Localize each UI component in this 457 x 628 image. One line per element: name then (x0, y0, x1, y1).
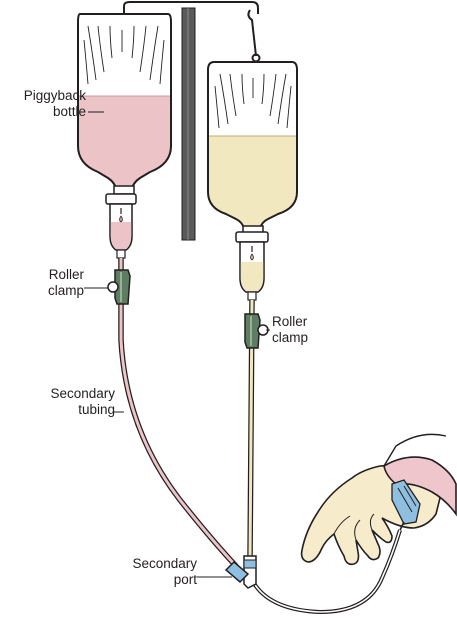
label-piggyback-line1: Piggyback (23, 88, 86, 103)
label-piggyback-line2: bottle (52, 104, 86, 119)
secondary-port (224, 555, 257, 589)
label-secondary-tubing: Secondary tubing (50, 386, 115, 418)
label-roller-clamp-right: Roller clamp (272, 314, 308, 346)
primary-fluid (208, 136, 297, 228)
piggyback-bottle (77, 13, 172, 195)
label-roller-right-line2: clamp (272, 330, 309, 345)
hanger-hook-left (123, 1, 259, 14)
secondary-tubing (118, 258, 239, 568)
primary-drip-chamber (235, 231, 269, 301)
label-secondary-tubing-line1: Secondary (50, 386, 115, 401)
tubing-to-patient (250, 529, 402, 615)
roller-clamp-left (107, 269, 131, 305)
label-piggyback-bottle: Piggyback bottle (24, 88, 86, 120)
piggyback-drip-chamber (105, 193, 137, 259)
label-secondary-port-line2: port (173, 572, 197, 587)
label-roller-left-line2: clamp (47, 283, 84, 298)
label-roller-clamp-left: Roller clamp (48, 267, 84, 299)
label-secondary-port: Secondary port (132, 556, 197, 588)
label-roller-left-line1: Roller (48, 267, 84, 282)
label-secondary-port-line1: Secondary (132, 556, 197, 571)
hanger-hook-right (247, 9, 261, 63)
roller-clamp-right (244, 313, 269, 349)
leader-lines (84, 111, 270, 578)
label-secondary-tubing-line2: tubing (78, 402, 115, 417)
primary-iv-bag (207, 61, 298, 235)
iv-pole (181, 7, 196, 241)
piggyback-fluid (78, 96, 171, 188)
label-roller-right-line1: Roller (272, 314, 308, 329)
iv-catheter-dressing (391, 479, 421, 531)
